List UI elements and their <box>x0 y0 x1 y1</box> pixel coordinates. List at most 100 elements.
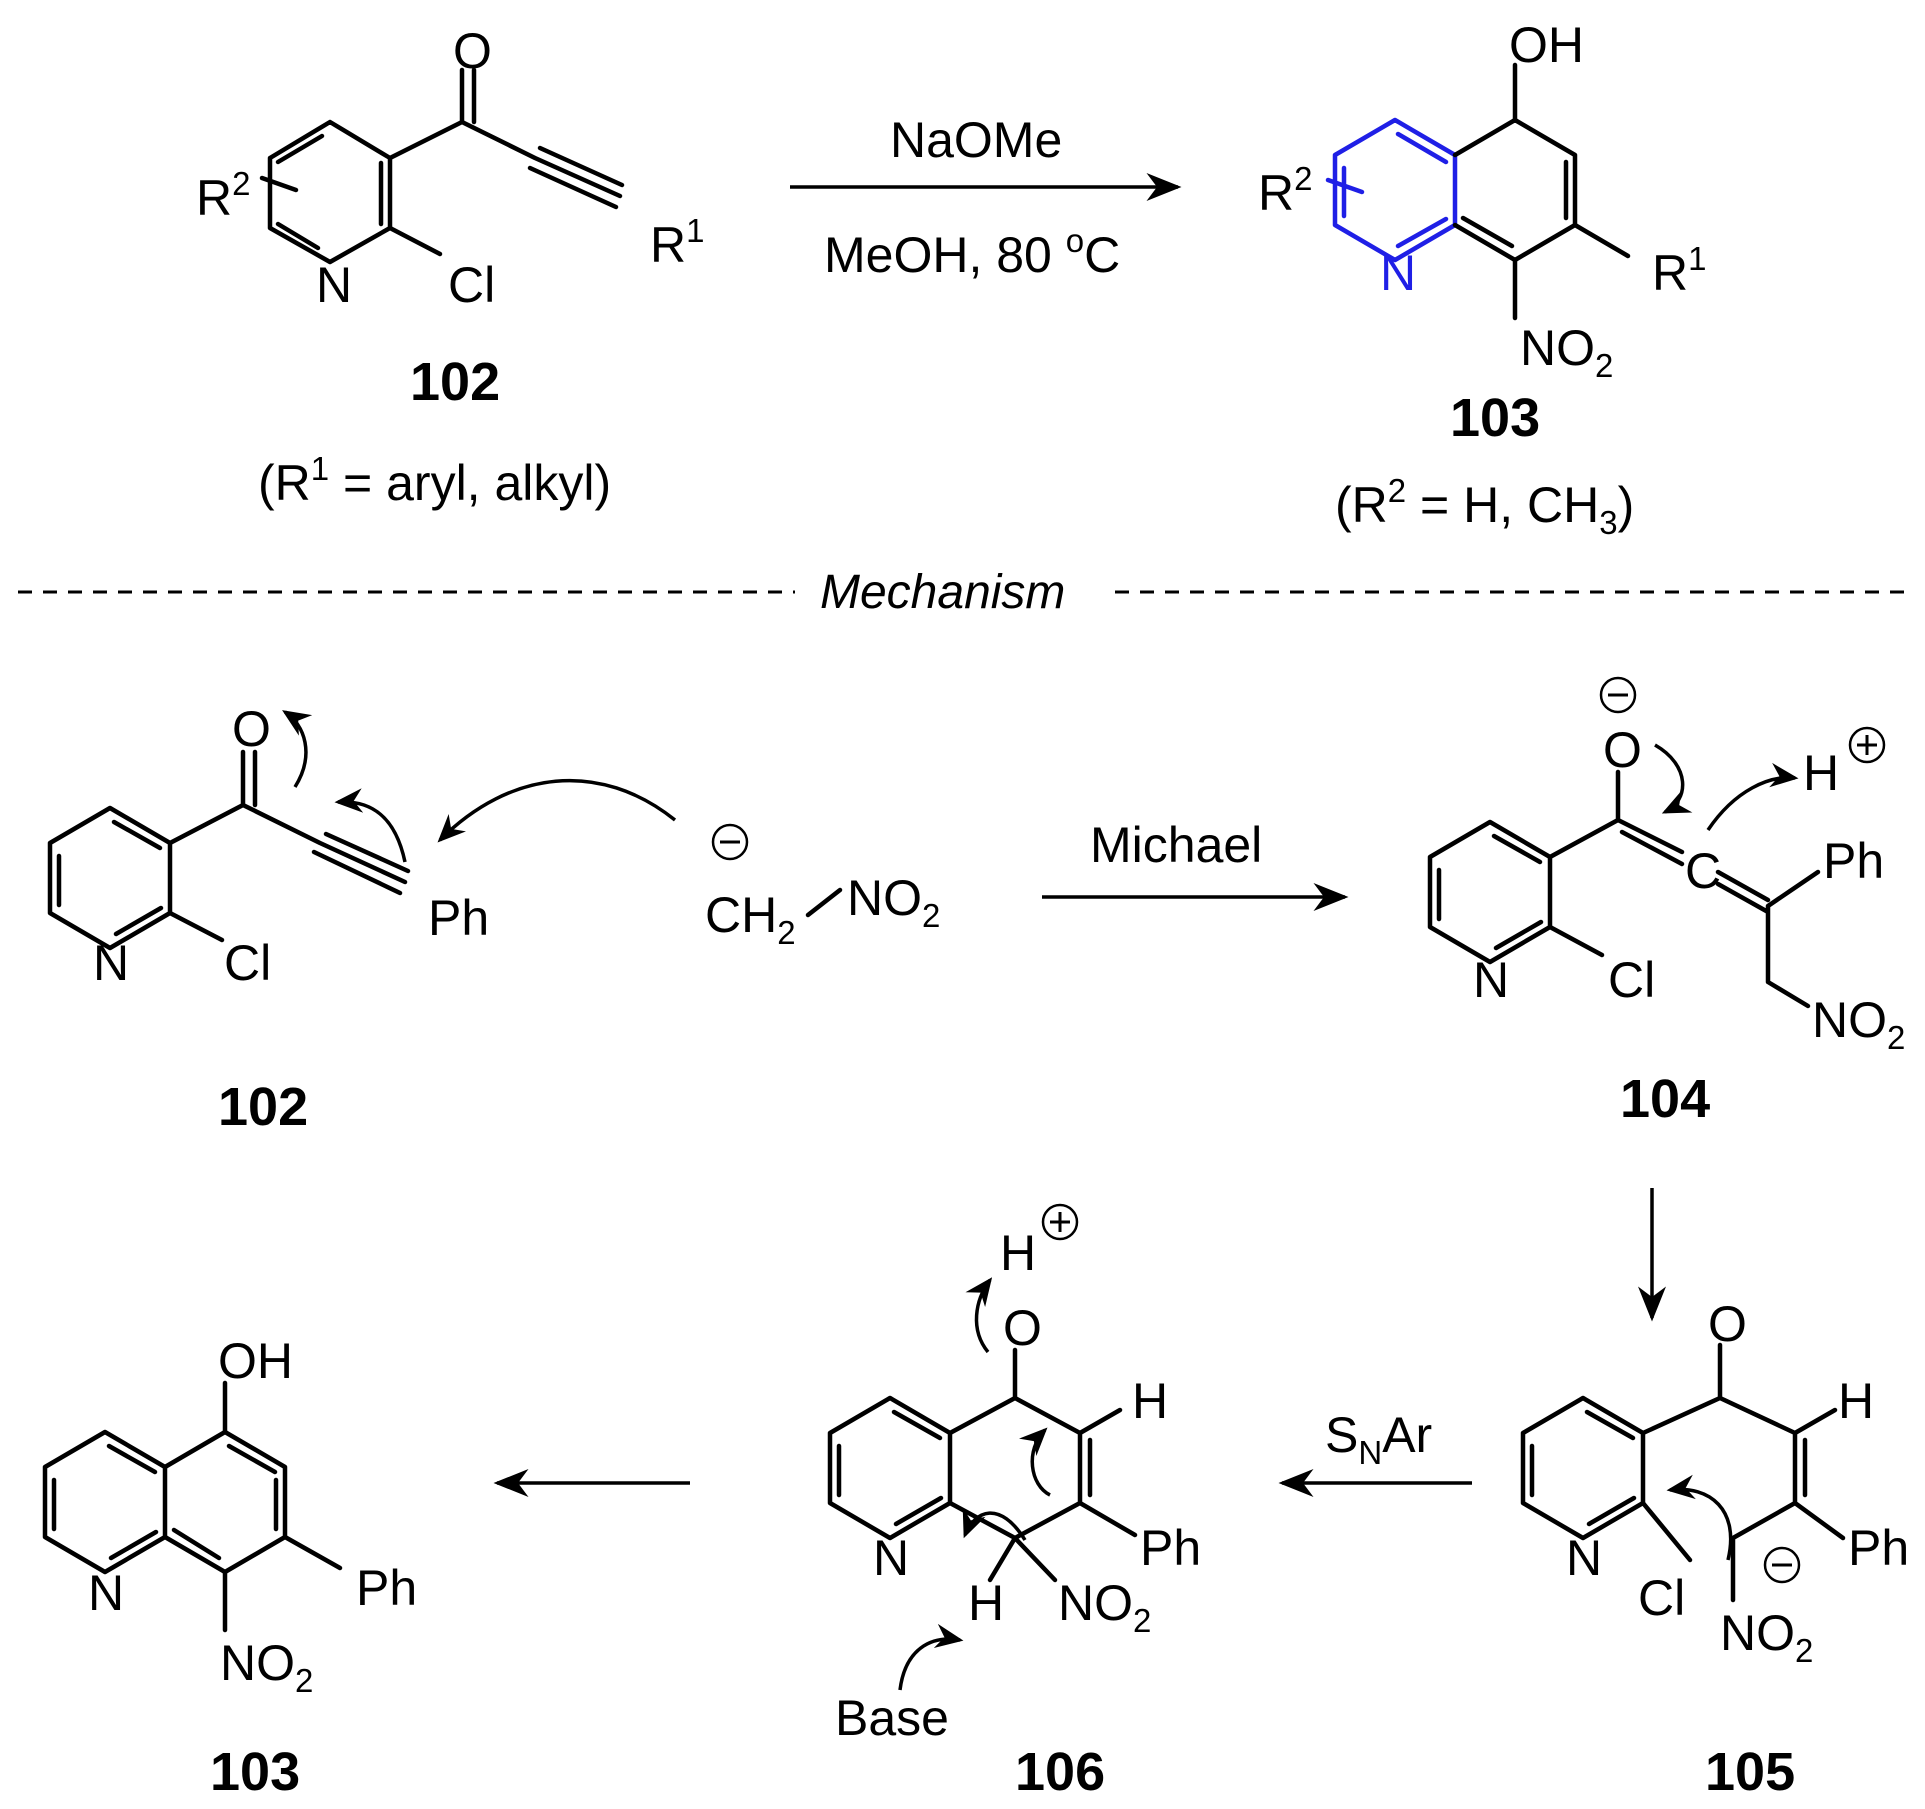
atom-no2: NO2 <box>1058 1575 1151 1639</box>
r1-definition: (R1 = aryl, alkyl) <box>258 450 611 511</box>
atom-cl: Cl <box>1638 1570 1685 1626</box>
atom-r2: R2 <box>1258 160 1312 221</box>
atom-oh: OH <box>1509 17 1584 73</box>
pyridine-ring <box>827 1395 953 1541</box>
atom-no2: NO2 <box>220 1635 313 1699</box>
label-105: 105 <box>1705 1742 1795 1802</box>
atom-ph: Ph <box>1140 1520 1201 1576</box>
reagent-label: NaOMe <box>890 112 1062 168</box>
label-104: 104 <box>1620 1069 1710 1129</box>
label-103-top: 103 <box>1450 388 1540 448</box>
pyridine-ring <box>42 1429 168 1575</box>
atom-no2: NO2 <box>1720 1605 1813 1669</box>
curly-arrow-co <box>282 710 313 788</box>
pyridine-ring <box>1427 819 1553 965</box>
atom-n: N <box>316 257 352 313</box>
snar-label: SNAr <box>1325 1407 1432 1471</box>
atom-o: O <box>1708 1296 1747 1352</box>
compound-103-general: OH N R1 NO2 R2 <box>1258 17 1706 384</box>
label-106: 106 <box>1015 1742 1105 1802</box>
atom-no2: NO2 <box>847 870 940 934</box>
benzo-ring <box>162 1429 288 1575</box>
compound-104: O C Ph N Cl NO2 H <box>1427 676 1905 1056</box>
pyridine-ring <box>47 805 173 951</box>
allenolate-bonds <box>1547 769 1821 1009</box>
r2-attachment <box>1325 177 1365 195</box>
ring-double-bonds <box>1529 1409 1637 1527</box>
atom-ph: Ph <box>1823 833 1884 889</box>
atom-ph: Ph <box>428 890 489 946</box>
curly-arrow-deprotonation <box>965 1277 993 1354</box>
atom-no2: NO2 <box>1520 320 1613 384</box>
atom-h: H <box>1838 1373 1874 1429</box>
ynone-bonds <box>167 749 411 943</box>
benzo-double-bonds <box>171 1443 279 1561</box>
substituent-bonds <box>222 1380 343 1633</box>
michael-label: Michael <box>1090 817 1262 873</box>
mechanism-heading: Mechanism <box>820 566 1065 619</box>
substituent-bonds <box>1640 1342 1846 1603</box>
atom-oh: OH <box>218 1333 293 1389</box>
r2-attachment <box>259 175 299 193</box>
atom-n: N <box>88 1565 124 1621</box>
conditions-label: MeOH, 80 oC <box>824 222 1120 283</box>
plus-sign <box>1050 1212 1070 1232</box>
r2-definition: (R2 = H, CH3) <box>1335 472 1634 541</box>
curly-arrow-ring <box>1019 1427 1051 1497</box>
benzo-ring <box>1452 117 1578 263</box>
atom-n: N <box>1566 1530 1602 1586</box>
atom-n: N <box>1380 245 1416 301</box>
atom-h-vinyl: H <box>1132 1373 1168 1429</box>
atom-o: O <box>1003 1300 1042 1356</box>
curly-arrow-nucleophile <box>437 779 677 843</box>
compound-105: O H Ph N Cl NO2 <box>1520 1296 1909 1669</box>
plus-sign <box>1857 735 1877 755</box>
compound-106: O H Ph N H NO2 H Base <box>827 1203 1201 1746</box>
label-102-mech: 102 <box>218 1077 308 1137</box>
pyridine-ring <box>267 119 393 265</box>
curly-arrow-snar <box>1666 1474 1733 1561</box>
atom-o: O <box>453 23 492 79</box>
atom-cl: Cl <box>1608 952 1655 1008</box>
curly-arrow-base <box>898 1623 964 1691</box>
atom-c: C <box>1685 843 1721 899</box>
substituent-bonds <box>1512 62 1631 321</box>
atom-n: N <box>873 1530 909 1586</box>
compound-102-general: O N Cl R1 R2 <box>196 23 704 313</box>
atom-h-sp3: H <box>968 1575 1004 1631</box>
atom-n: N <box>1473 952 1509 1008</box>
c-n-bond <box>805 887 843 918</box>
benzo-double-bonds <box>1460 159 1569 249</box>
compound-102-mech: O N Cl Ph <box>47 701 677 991</box>
label-103-mech: 103 <box>210 1742 300 1802</box>
atom-r1: R1 <box>650 212 704 273</box>
atom-h-proton: H <box>1000 1225 1036 1281</box>
atom-n: N <box>93 935 129 991</box>
ring-and-substituent-bonds <box>947 1347 1138 1583</box>
curly-arrow-alkyne <box>334 788 407 863</box>
atom-o: O <box>1603 722 1642 778</box>
atom-ch2: CH2 <box>705 887 796 951</box>
atom-o: O <box>232 701 271 757</box>
curly-arrow-protonation <box>1706 762 1799 831</box>
label-102-top: 102 <box>410 352 500 412</box>
curly-arrow-enolate <box>1654 743 1693 814</box>
ring-double-bonds <box>275 133 384 251</box>
pyridine-double-bonds <box>51 1443 159 1561</box>
base-label: Base <box>835 1690 949 1746</box>
atom-r2: R2 <box>196 165 250 226</box>
ring-double-bonds <box>836 1409 944 1527</box>
curly-arrow-ch <box>962 1507 1027 1541</box>
c-cl-bond <box>387 225 443 257</box>
atom-cl: Cl <box>224 935 271 991</box>
atom-no2: NO2 <box>1812 992 1905 1056</box>
ring-double-bonds <box>56 819 164 937</box>
pyridine-double-bonds-highlight <box>1341 131 1449 249</box>
ynone-bonds <box>387 67 625 210</box>
atom-r1: R1 <box>1652 240 1706 301</box>
ring-double-bonds <box>1436 833 1544 951</box>
atom-h: H <box>1803 745 1839 801</box>
atom-ph: Ph <box>1848 1520 1909 1576</box>
